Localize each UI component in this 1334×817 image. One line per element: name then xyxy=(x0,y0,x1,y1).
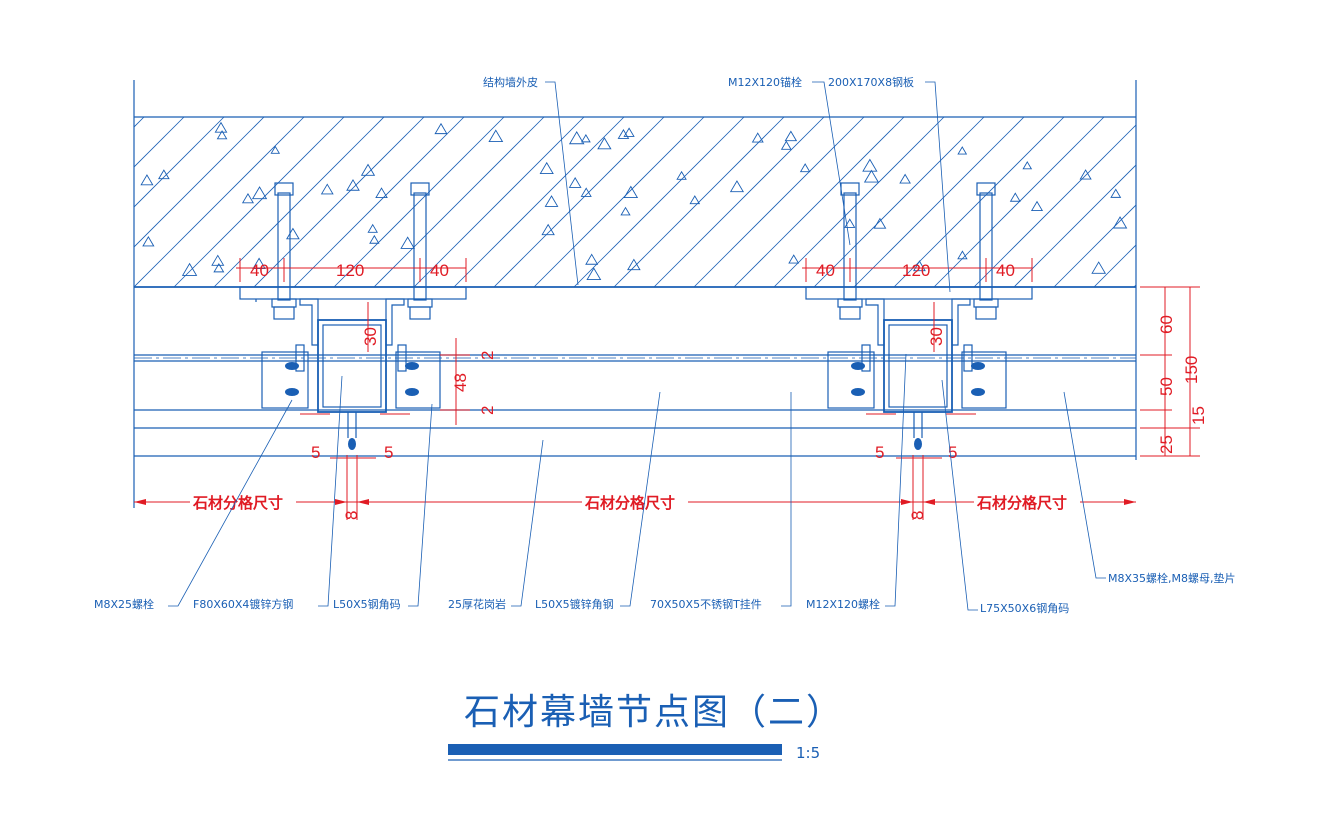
concrete-aggregate xyxy=(140,121,1128,281)
dim-25: 25 xyxy=(1157,435,1176,454)
dim-120-a: 120 xyxy=(336,261,364,280)
dim-2-b: 2 xyxy=(478,406,497,415)
dim-40-b: 40 xyxy=(430,261,449,280)
dim-30-a: 30 xyxy=(361,327,380,346)
dim-120-b: 120 xyxy=(902,261,930,280)
stone-and-frame-lines xyxy=(134,354,1136,457)
dim-40-c: 40 xyxy=(816,261,835,280)
structural-wall xyxy=(133,80,1137,508)
left-node-assembly xyxy=(239,182,467,450)
callout-labels: 结构墙外皮 M12X120锚栓 200X170X8钢板 M8X25螺栓 F80X… xyxy=(94,75,1236,615)
span-label-left: 石材分格尺寸 xyxy=(192,494,283,512)
label-m12x120: M12X120螺栓 xyxy=(806,597,880,611)
dim-5-c: 5 xyxy=(875,443,884,462)
span-label-center: 石材分格尺寸 xyxy=(584,494,675,512)
label-angle-l50-galv: L50X5镀锌角钢 xyxy=(535,597,614,611)
concrete-hatch xyxy=(134,117,1136,287)
label-l75: L75X50X6钢角码 xyxy=(980,602,1069,615)
dim-150: 150 xyxy=(1182,356,1201,384)
drawing-scale: 1:5 xyxy=(796,744,820,762)
leader-lines xyxy=(168,81,1106,611)
dim-15: 15 xyxy=(1189,406,1208,425)
label-m8x35: M8X35螺栓,M8螺母,垫片 xyxy=(1108,571,1236,585)
dim-60: 60 xyxy=(1157,315,1176,334)
label-wall-skin: 结构墙外皮 xyxy=(483,75,538,89)
drawing-title: 石材幕墙节点图（二） xyxy=(464,692,844,733)
label-anchor-bolt: M12X120锚栓 xyxy=(728,75,802,89)
dim-5-d: 5 xyxy=(948,443,957,462)
dim-50: 50 xyxy=(1157,377,1176,396)
label-angle-l50: L50X5钢角码 xyxy=(333,598,401,611)
span-labels: 石材分格尺寸 石材分格尺寸 石材分格尺寸 xyxy=(190,490,1080,512)
dim-48: 48 xyxy=(451,373,470,392)
label-m8x25: M8X25螺栓 xyxy=(94,597,154,611)
label-granite: 25厚花岗岩 xyxy=(448,597,506,611)
dim-30-b: 30 xyxy=(927,327,946,346)
dim-40-a: 40 xyxy=(250,261,269,280)
label-steel-plate: 200X170X8钢板 xyxy=(828,75,914,89)
dim-8-a: 8 xyxy=(342,511,361,520)
label-t-hanger: 70X50X5不锈钢T挂件 xyxy=(650,597,762,611)
dim-2-a: 2 xyxy=(478,351,497,360)
dim-5-b: 5 xyxy=(384,443,393,462)
dimension-texts: 40 120 40 40 120 40 30 30 48 2 2 5 5 5 5… xyxy=(250,261,1208,520)
right-node-assembly xyxy=(805,182,1033,450)
dim-40-d: 40 xyxy=(996,261,1015,280)
span-label-right: 石材分格尺寸 xyxy=(976,494,1067,512)
title-block: 石材幕墙节点图（二） 1:5 xyxy=(448,692,844,762)
dim-5-a: 5 xyxy=(311,443,320,462)
label-square-tube: F80X60X4镀锌方钢 xyxy=(193,597,293,611)
dim-8-b: 8 xyxy=(908,511,927,520)
